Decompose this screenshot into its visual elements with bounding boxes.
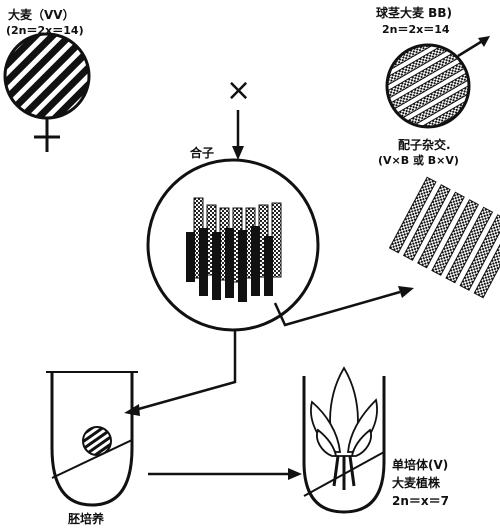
male-symbol (457, 36, 490, 58)
culture-to-plant-arrow (148, 468, 302, 480)
male-parent-cell (385, 43, 471, 129)
embryo-culture-label: 胚培养 (68, 512, 105, 526)
female-parent-cell (3, 32, 91, 120)
embryo (82, 426, 112, 456)
female-symbol (34, 118, 60, 152)
female-chromosome-stripes (5, 34, 89, 118)
gamete-cross-title: 配子杂交. (398, 138, 451, 152)
cross-arrow (232, 110, 244, 160)
male-parent-name: 球茎大麦 BB) (376, 6, 452, 20)
female-parent-name: 大麦（VV） (8, 8, 75, 22)
zygote-solid-chromosomes (186, 226, 273, 302)
eliminated-chromosomes (388, 176, 500, 299)
haploid-plant-tube (302, 366, 386, 514)
male-parent-chromosomes: 2n＝2x＝14 (382, 23, 450, 36)
elimination-arrow (273, 286, 414, 327)
haploid-label-line2: 大麦植株 (392, 476, 441, 490)
haploid-label-line3: 2n＝x＝7 (392, 494, 449, 508)
cross-symbol: × (226, 73, 252, 108)
zygote-cell (146, 158, 320, 332)
gamete-cross-detail: (V×B 或 B×V) (378, 154, 459, 167)
female-parent-chromosomes: (2n＝2x＝14) (6, 24, 84, 37)
zygote-dotted-chromosomes (193, 197, 282, 283)
haploid-plant (310, 366, 378, 490)
haploid-label-line1: 单培体(V) (392, 458, 449, 472)
zygote-to-culture-arrow (124, 330, 237, 416)
embryo-culture-tube (46, 371, 138, 507)
zygote-label: 合子 (190, 146, 215, 160)
